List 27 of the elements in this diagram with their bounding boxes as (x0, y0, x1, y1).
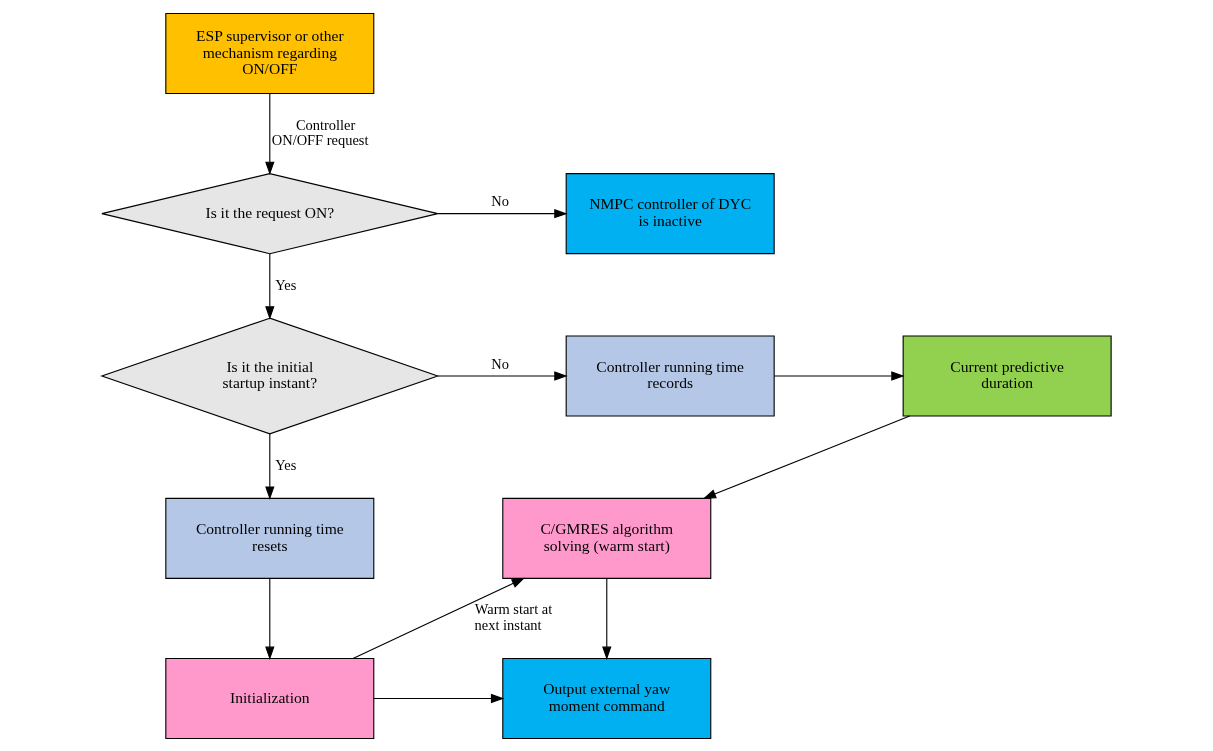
node-box: NMPC controller of DYC is inactive (565, 172, 775, 254)
node-diamond: Is it the request ON? (101, 172, 439, 254)
node-box: C/GMRES algorithm solving (warm start) (502, 497, 712, 579)
arrow (602, 577, 612, 660)
edge-label: No (491, 192, 509, 209)
arrow (265, 252, 275, 320)
arrow (265, 432, 275, 500)
arrow (702, 415, 911, 499)
arrow (373, 693, 505, 703)
arrow (437, 370, 568, 381)
edge-label: Warm start at next instant (474, 600, 553, 633)
arrow (437, 208, 568, 218)
node-box: Controller running time resets (165, 497, 375, 579)
edge-label: Yes (275, 276, 297, 293)
node-box: ESP supervisor or other mechanism regarding ON/OFF (165, 12, 375, 94)
arrow (352, 577, 525, 659)
edge-label: Controller ON/OFF request (271, 116, 369, 148)
node-diamond: Is it the initial startup instant? (100, 317, 440, 434)
node-box: Controller running time records (565, 334, 775, 417)
node-box: Output external yaw moment command (502, 657, 712, 739)
node-box: Initialization (165, 657, 375, 739)
edge-label: Yes (275, 456, 297, 473)
node-box: Current predictive duration (902, 334, 1112, 417)
arrow (773, 370, 905, 381)
edge-label: No (491, 355, 509, 372)
arrow (265, 577, 275, 660)
arrow (265, 92, 275, 175)
